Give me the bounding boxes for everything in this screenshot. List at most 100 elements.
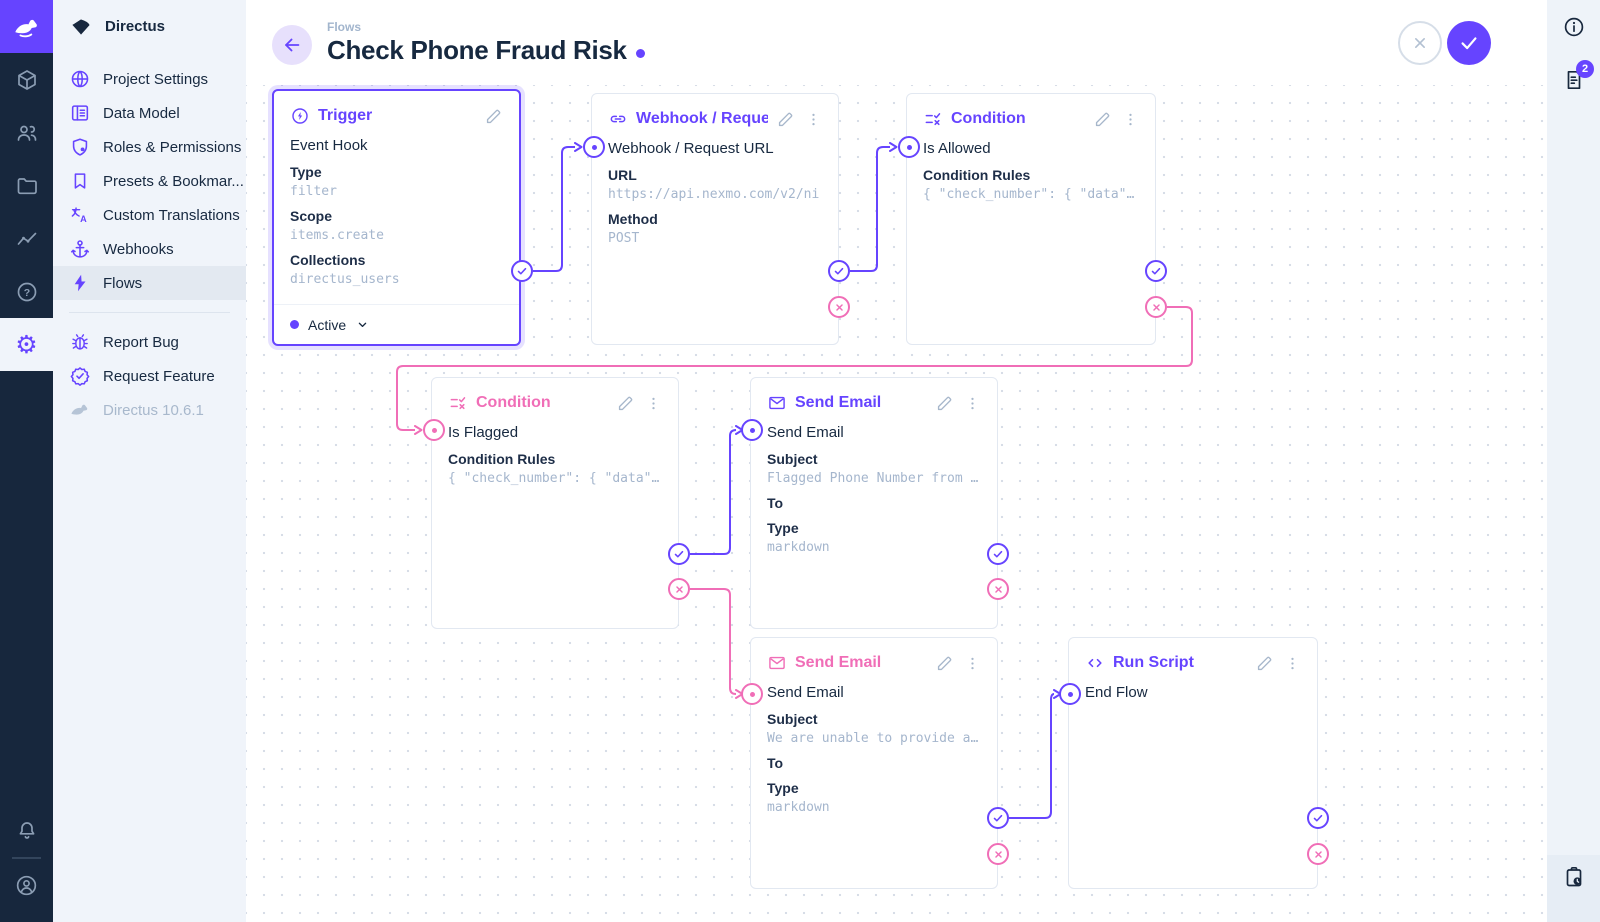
directus-logo[interactable] [0, 0, 53, 53]
nav-item-presets-bookmarks[interactable]: Presets & Bookmar... [53, 164, 246, 198]
resolve-connector[interactable] [987, 543, 1009, 565]
more-menu-icon[interactable] [964, 655, 981, 672]
status-dot [290, 320, 299, 329]
more-menu-icon[interactable] [805, 111, 822, 128]
nav-item-data-model[interactable]: Data Model [53, 96, 246, 130]
title-block: Flows Check Phone Fraud Risk [327, 20, 1398, 66]
rabbit-icon [69, 399, 91, 421]
module-users[interactable] [0, 106, 53, 159]
status-label: Active [308, 316, 347, 333]
resolve-connector[interactable] [1145, 260, 1167, 282]
mail-icon [767, 393, 787, 413]
rabbit-icon [14, 19, 37, 37]
edit-icon[interactable] [1093, 110, 1112, 129]
sidebar-rail: 2 [1547, 0, 1600, 922]
code-icon [1085, 653, 1105, 673]
panel-name: Send Email [767, 684, 844, 701]
trigger-status-dropdown[interactable]: Active [274, 304, 519, 344]
rule-icon [448, 393, 468, 413]
module-content[interactable] [0, 53, 53, 106]
panel-name: End Flow [1085, 684, 1148, 701]
panel-condition-flagged[interactable]: Condition Is Flagged Condition Rules{ "c… [431, 377, 679, 629]
panel-run-script[interactable]: Run Script End Flow [1068, 637, 1318, 889]
resolve-connector[interactable] [668, 543, 690, 565]
check-icon [1461, 36, 1477, 49]
input-connector[interactable] [583, 136, 605, 158]
notifications-button[interactable] [0, 804, 53, 857]
reject-connector[interactable] [987, 843, 1009, 865]
rule-icon [923, 109, 943, 129]
more-menu-icon[interactable] [1284, 655, 1301, 672]
nav-panel: Directus Project Settings Data Model Rol… [53, 0, 246, 922]
nav-item-project-settings[interactable]: Project Settings [53, 62, 246, 96]
version-label: Directus 10.6.1 [103, 401, 204, 419]
reject-connector[interactable] [668, 578, 690, 600]
edit-icon[interactable] [616, 394, 635, 413]
arrow-left-icon [285, 38, 300, 51]
info-button[interactable] [1547, 0, 1600, 53]
user-menu[interactable] [0, 859, 53, 912]
module-files[interactable] [0, 159, 53, 212]
more-menu-icon[interactable] [645, 395, 662, 412]
reject-connector[interactable] [987, 578, 1009, 600]
nav-item-roles-permissions[interactable]: Roles & Permissions [53, 130, 246, 164]
panel-webhook[interactable]: Webhook / Request URL Webhook / Request … [591, 93, 839, 345]
seal-check-icon [69, 365, 91, 387]
bolt-icon [69, 272, 91, 294]
nav-item-request-feature[interactable]: Request Feature [53, 359, 246, 393]
input-connector[interactable] [898, 136, 920, 158]
nav-item-custom-translations[interactable]: A Custom Translations [53, 198, 246, 232]
reject-connector[interactable] [828, 296, 850, 318]
panel-condition-allowed[interactable]: Condition Is Allowed Condition Rules{ "c… [906, 93, 1156, 345]
reject-connector[interactable] [1145, 296, 1167, 318]
resolve-connector[interactable] [511, 260, 533, 282]
reject-connector[interactable] [1307, 843, 1329, 865]
edit-icon[interactable] [935, 394, 954, 413]
nav-list: Project Settings Data Model Roles & Perm… [53, 53, 246, 427]
module-bar: ? ⚙ [0, 0, 53, 922]
save-button[interactable] [1447, 20, 1491, 65]
bookmark-icon [69, 170, 91, 192]
globe-icon [69, 68, 91, 90]
help-icon: ? [17, 282, 36, 301]
logs-section[interactable] [1547, 855, 1600, 922]
nav-item-report-bug[interactable]: Report Bug [53, 325, 246, 359]
nav-item-webhooks[interactable]: Webhooks [53, 232, 246, 266]
back-button[interactable] [272, 24, 312, 65]
box-icon [17, 69, 36, 90]
gear-icon: ⚙ [15, 330, 38, 359]
edit-icon[interactable] [776, 110, 795, 129]
cancel-button[interactable] [1398, 20, 1442, 65]
svg-text:?: ? [23, 286, 29, 298]
resolve-connector[interactable] [987, 807, 1009, 829]
project-icon [72, 19, 90, 34]
edit-icon[interactable] [484, 107, 503, 126]
svg-text:A: A [80, 214, 87, 224]
edit-icon[interactable] [935, 654, 954, 673]
notices-button[interactable]: 2 [1547, 53, 1600, 106]
input-connector[interactable] [741, 419, 763, 441]
module-insights[interactable] [0, 212, 53, 265]
unsaved-indicator [635, 48, 645, 58]
module-docs[interactable]: ? [0, 265, 53, 318]
module-settings[interactable]: ⚙ [0, 318, 53, 371]
nav-item-flows[interactable]: Flows [53, 266, 246, 300]
flow-editor: Flows Check Phone Fraud Risk Trigger [246, 0, 1547, 922]
resolve-connector[interactable] [1307, 807, 1329, 829]
input-connector[interactable] [1059, 683, 1081, 705]
input-connector[interactable] [741, 683, 763, 705]
input-connector[interactable] [423, 419, 445, 441]
nav-divider [69, 312, 230, 313]
more-menu-icon[interactable] [964, 395, 981, 412]
breadcrumb: Flows [327, 19, 362, 34]
data-model-icon [69, 102, 91, 124]
edit-icon[interactable] [1255, 654, 1274, 673]
bolt-circle-icon [290, 106, 310, 126]
project-header[interactable]: Directus [53, 0, 246, 53]
resolve-connector[interactable] [828, 260, 850, 282]
more-menu-icon[interactable] [1122, 111, 1139, 128]
